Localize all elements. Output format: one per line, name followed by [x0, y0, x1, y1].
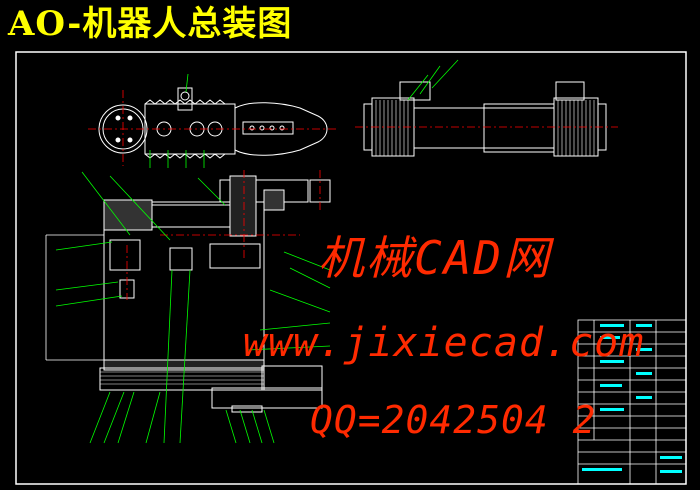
watermark-url: www.jixiecad.com [243, 320, 645, 366]
watermark-qq: QQ=2042504 2 [310, 398, 597, 442]
main-section-centerlines [126, 170, 321, 300]
drawing-frame [15, 51, 687, 485]
leader-lines [55, 59, 459, 444]
top-view [98, 87, 328, 159]
main-section-view [45, 175, 331, 413]
title-block-marks [582, 324, 682, 473]
title-block [577, 319, 687, 485]
side-view [363, 81, 607, 157]
watermark-site-name: 机械CAD网 [318, 231, 552, 285]
drawing-title: AO-机器人总装图 [8, 4, 293, 44]
